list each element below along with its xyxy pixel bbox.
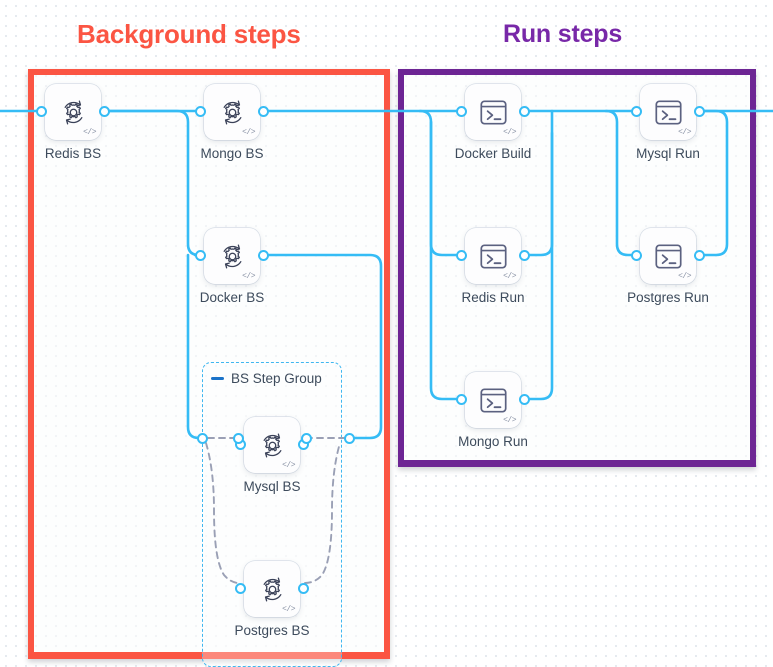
- code-icon[interactable]: </>: [242, 272, 255, 281]
- node-card[interactable]: [204, 228, 260, 284]
- group-port-left-inner[interactable]: [233, 433, 244, 444]
- node-mongo-run[interactable]: </> Mongo Run: [456, 372, 530, 449]
- node-label: Mongo Run: [458, 434, 528, 449]
- code-icon[interactable]: </>: [282, 461, 295, 470]
- code-icon[interactable]: </>: [282, 605, 295, 614]
- terminal-icon: [640, 228, 696, 284]
- port-out-postgres-run[interactable]: [694, 250, 705, 261]
- port-out-docker-bs[interactable]: [258, 250, 269, 261]
- port-in-postgres-bs[interactable]: [235, 583, 246, 594]
- node-card[interactable]: [640, 84, 696, 140]
- node-label: Redis BS: [44, 146, 102, 161]
- gear-refresh-icon: [204, 228, 260, 284]
- node-mysql-run[interactable]: </> Mysql Run: [631, 84, 705, 161]
- port-in-redis-bs[interactable]: [36, 106, 47, 117]
- port-in-mongo-bs[interactable]: [195, 106, 206, 117]
- port-out-postgres-bs[interactable]: [298, 583, 309, 594]
- node-postgres-run[interactable]: </> Postgres Run: [627, 228, 709, 305]
- port-out-redis-run[interactable]: [519, 250, 530, 261]
- section-heading-background-steps: Background steps: [77, 19, 301, 49]
- node-label: Mysql Run: [636, 146, 700, 161]
- code-icon[interactable]: </>: [678, 272, 691, 281]
- code-icon[interactable]: </>: [503, 416, 516, 425]
- node-docker-bs[interactable]: </> Docker BS: [195, 228, 269, 305]
- node-label: Redis Run: [461, 290, 525, 305]
- edge-input-to-redis-run: [418, 109, 458, 257]
- section-heading-run-steps: Run steps: [503, 20, 623, 48]
- port-in-docker-bs[interactable]: [195, 250, 206, 261]
- node-card[interactable]: [465, 372, 521, 428]
- edge-trunk-to-step-group-left: [186, 253, 204, 440]
- node-card[interactable]: [244, 417, 300, 473]
- node-label: Docker BS: [199, 290, 265, 305]
- terminal-icon: [465, 228, 521, 284]
- edge-docker-build-to-run-trunk: [528, 109, 554, 257]
- node-label: Mysql BS: [243, 479, 301, 494]
- edge-mysql-run-to-postgres-run: [703, 109, 729, 257]
- node-card[interactable]: [465, 228, 521, 284]
- port-out-mongo-bs[interactable]: [258, 106, 269, 117]
- group-port-right-outer[interactable]: [344, 433, 355, 444]
- port-out-mysql-run[interactable]: [694, 106, 705, 117]
- port-out-docker-build[interactable]: [519, 106, 530, 117]
- port-in-redis-run[interactable]: [456, 250, 467, 261]
- node-mysql-bs[interactable]: </> Mysql BS: [235, 417, 309, 494]
- node-card[interactable]: [244, 561, 300, 617]
- node-docker-build[interactable]: </> Docker Build: [455, 84, 531, 161]
- code-icon[interactable]: </>: [83, 128, 96, 137]
- terminal-icon: [465, 84, 521, 140]
- node-redis-bs[interactable]: </> Redis BS: [36, 84, 110, 161]
- node-postgres-bs[interactable]: </> Postgres BS: [234, 561, 310, 638]
- bs-step-group-header[interactable]: BS Step Group: [211, 371, 322, 386]
- code-icon[interactable]: </>: [503, 128, 516, 137]
- edge-group-left-to-postgres-in: [205, 442, 240, 584]
- gear-refresh-icon: [45, 84, 101, 140]
- code-icon[interactable]: </>: [242, 128, 255, 137]
- node-label: Mongo BS: [200, 146, 264, 161]
- gear-refresh-icon: [244, 417, 300, 473]
- node-redis-run[interactable]: </> Redis Run: [456, 228, 530, 305]
- node-card[interactable]: [45, 84, 101, 140]
- node-label: Docker Build: [454, 146, 532, 161]
- terminal-icon: [465, 372, 521, 428]
- port-in-mysql-run[interactable]: [631, 106, 642, 117]
- terminal-icon: [640, 84, 696, 140]
- node-card[interactable]: [640, 228, 696, 284]
- panel-background-steps[interactable]: [28, 69, 390, 659]
- node-mongo-bs[interactable]: </> Mongo BS: [195, 84, 269, 161]
- group-port-right-inner[interactable]: [301, 433, 312, 444]
- edge-postgres-out-to-group-right: [304, 442, 341, 584]
- node-label: Postgres Run: [627, 290, 709, 305]
- edge-input-to-mongo-run: [429, 120, 458, 401]
- minus-icon[interactable]: [211, 377, 224, 380]
- port-out-redis-bs[interactable]: [99, 106, 110, 117]
- group-port-left-outer[interactable]: [197, 433, 208, 444]
- node-card[interactable]: [204, 84, 260, 140]
- bs-step-group-label: BS Step Group: [231, 371, 322, 386]
- edge-docker-bs-to-step-group-right: [267, 253, 383, 440]
- code-icon[interactable]: </>: [503, 272, 516, 281]
- port-in-mongo-run[interactable]: [456, 394, 467, 405]
- gear-refresh-icon: [204, 84, 260, 140]
- gear-refresh-icon: [244, 561, 300, 617]
- port-out-mongo-run[interactable]: [519, 394, 530, 405]
- edge-redis-bs-to-docker-bs: [108, 109, 200, 257]
- port-in-docker-build[interactable]: [456, 106, 467, 117]
- port-in-postgres-run[interactable]: [631, 250, 642, 261]
- edge-run-trunk-to-mongo-run: [528, 131, 554, 401]
- code-icon[interactable]: </>: [678, 128, 691, 137]
- node-label: Postgres BS: [234, 623, 310, 638]
- node-card[interactable]: [465, 84, 521, 140]
- edge-trunk-to-postgres-run-in: [604, 109, 633, 257]
